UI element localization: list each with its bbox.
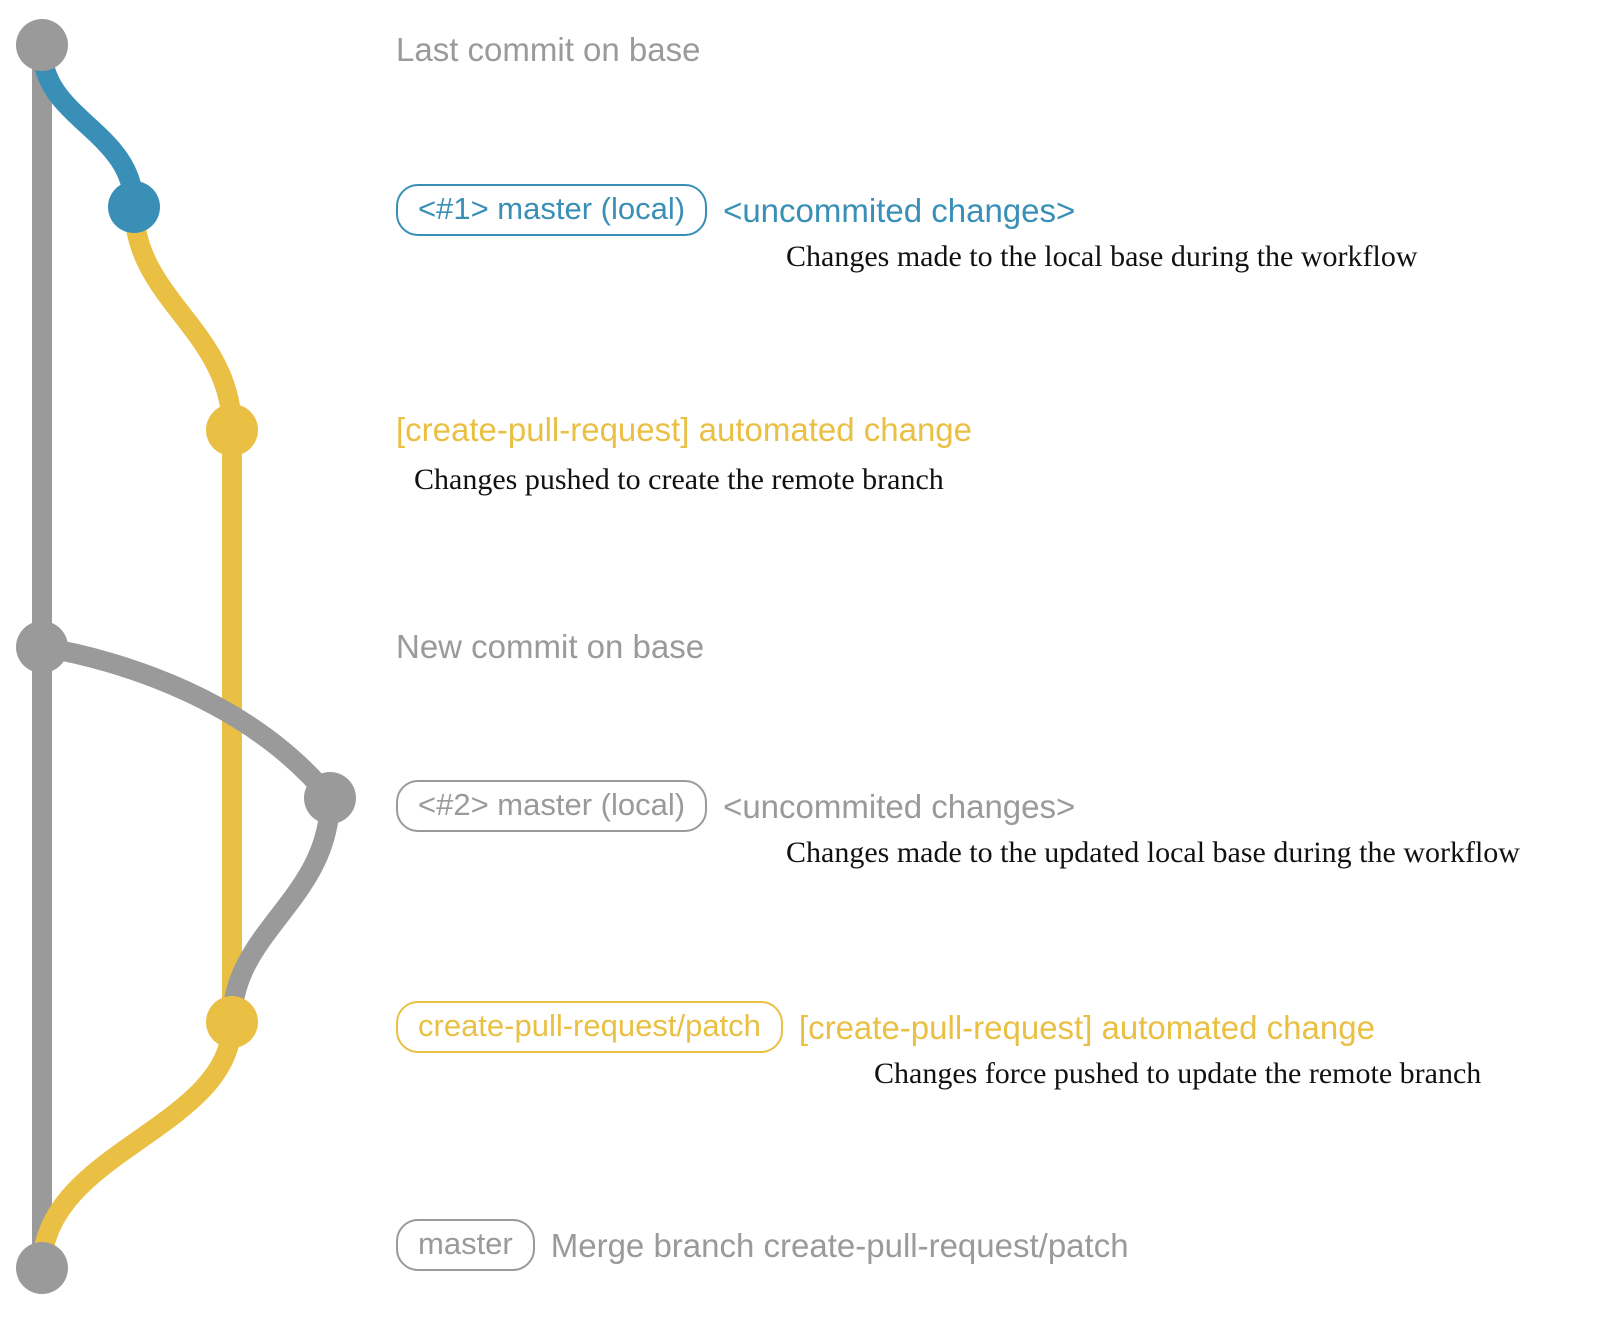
graph-edge-patch2-to-merge [32, 1012, 242, 1278]
graph-node-base-head [16, 19, 68, 71]
graph-edge-base-to-local2 [32, 637, 340, 808]
annotation-last-commit: Last commit on base [396, 33, 700, 66]
commit-title-last-commit: Last commit on base [396, 31, 701, 68]
headline-new-commit: New commit on base [396, 630, 704, 663]
headline-local-commit-2: <#2> master (local) <uncommited changes> [396, 780, 1075, 832]
graph-edge-base-to-local1 [32, 38, 144, 217]
ref-badge-create-pull-request-patch[interactable]: create-pull-request/patch [396, 1001, 783, 1053]
commit-description-automated-change-1: Changes pushed to create the remote bran… [414, 463, 944, 496]
commit-description-patch-commit: Changes force pushed to update the remot… [874, 1057, 1482, 1090]
graph-edge-local1-to-patch1 [124, 197, 242, 440]
annotation-new-commit: New commit on base [396, 630, 704, 663]
graph-node-patch-commit-1 [206, 404, 258, 456]
commit-description-local-commit-2: Changes made to the updated local base d… [786, 836, 1520, 869]
headline-last-commit: Last commit on base [396, 33, 700, 66]
annotation-merge-commit: master Merge branch create-pull-request/… [396, 1219, 1129, 1271]
graph-node-local-commit-2 [304, 772, 356, 824]
annotation-patch-commit: create-pull-request/patch [create-pull-r… [396, 1001, 1375, 1053]
commit-description-local-commit-1: Changes made to the local base during th… [786, 240, 1418, 273]
commit-title-automated-change-1: [create-pull-request] automated change [396, 411, 973, 448]
headline-merge-commit: master Merge branch create-pull-request/… [396, 1219, 1129, 1271]
headline-patch-commit: create-pull-request/patch [create-pull-r… [396, 1001, 1375, 1053]
commit-title-merge-commit: Merge branch create-pull-request/patch [550, 1226, 1129, 1264]
ref-badge-master-local-2[interactable]: <#2> master (local) [396, 780, 708, 832]
commit-title-local-commit-1: <uncommited changes> [723, 191, 1076, 229]
headline-local-commit-1: <#1> master (local) <uncommited changes> [396, 184, 1075, 236]
annotation-local-commit-1: <#1> master (local) <uncommited changes> [396, 184, 1075, 236]
commit-title-new-commit: New commit on base [396, 628, 705, 665]
annotation-local-commit-2: <#2> master (local) <uncommited changes> [396, 780, 1075, 832]
graph-node-base-new-commit [16, 621, 68, 673]
commit-title-patch-commit: [create-pull-request] automated change [798, 1008, 1375, 1046]
graph-node-local-commit-1 [108, 181, 160, 233]
ref-badge-master-local-1[interactable]: <#1> master (local) [396, 184, 708, 236]
annotation-automated-change-1: [create-pull-request] automated change [396, 413, 972, 446]
ref-badge-master[interactable]: master [396, 1219, 535, 1271]
graph-node-merge-commit [16, 1242, 68, 1294]
commit-title-local-commit-2: <uncommited changes> [723, 787, 1076, 825]
graph-node-patch-commit-2 [206, 996, 258, 1048]
headline-automated-change-1: [create-pull-request] automated change [396, 413, 972, 446]
graph-edge-local2-to-patch2 [222, 788, 340, 1032]
